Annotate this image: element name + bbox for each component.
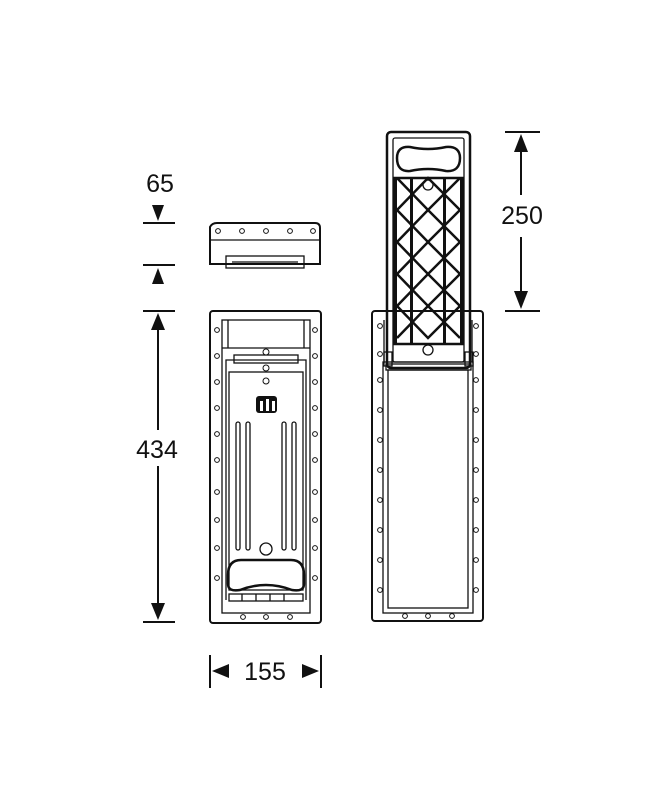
ladder-lattice <box>393 176 464 346</box>
closed-box-view <box>209 310 322 624</box>
dimension-label-65: 65 <box>146 170 174 198</box>
dimension-65: 65 <box>143 170 175 284</box>
dimension-label-155: 155 <box>244 658 286 686</box>
dimension-250: 250 <box>501 131 543 312</box>
dimension-434: 434 <box>136 310 178 623</box>
lid-view <box>209 222 321 269</box>
handle <box>226 558 306 602</box>
dimension-label-434: 434 <box>136 436 178 464</box>
ladder-view <box>383 130 474 371</box>
open-box-view <box>371 310 484 622</box>
latch-icon <box>256 396 277 413</box>
dimension-label-250: 250 <box>501 202 543 230</box>
dimension-155: 155 <box>209 655 322 688</box>
